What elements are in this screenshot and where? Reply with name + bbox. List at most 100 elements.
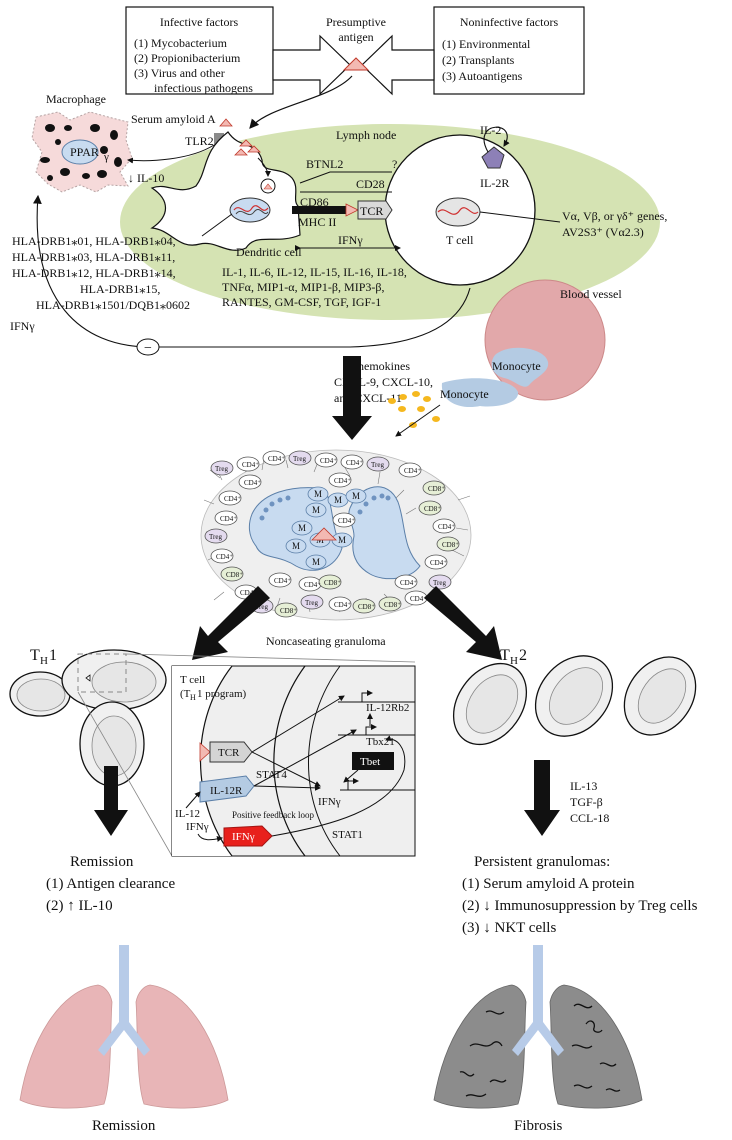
stat4-label: STAT4 bbox=[256, 769, 287, 781]
svg-text:CD4⁺: CD4⁺ bbox=[404, 467, 421, 475]
btnl2-question: ? bbox=[392, 157, 397, 171]
svg-text:M: M bbox=[338, 535, 346, 545]
lymph-node-label: Lymph node bbox=[336, 128, 396, 142]
big-arrow-down-1 bbox=[332, 356, 372, 440]
svg-text:CD8⁺: CD8⁺ bbox=[324, 579, 341, 587]
remission-lung-label: Remission bbox=[92, 1118, 156, 1134]
granuloma-label: Noncaseating granuloma bbox=[266, 634, 386, 648]
persistent-item-2: (2) ↓ Immunosuppression by Treg cells bbox=[462, 898, 698, 914]
v-genes-label-2: AV2S3⁺ (Vα2.3) bbox=[562, 225, 644, 239]
svg-text:CD4⁺: CD4⁺ bbox=[410, 595, 427, 603]
svg-text:CD4⁺: CD4⁺ bbox=[304, 581, 321, 589]
remission-item-1: (1) Antigen clearance bbox=[46, 876, 175, 892]
svg-text:CD8⁺: CD8⁺ bbox=[358, 603, 375, 611]
dendritic-cell-label: Dendritic cell bbox=[236, 245, 302, 259]
svg-text:CD4⁺: CD4⁺ bbox=[268, 455, 285, 463]
th1-title: T bbox=[30, 647, 40, 664]
remission-title: Remission bbox=[70, 854, 134, 870]
svg-text:CD4⁺: CD4⁺ bbox=[244, 479, 261, 487]
th1-title-sub: H bbox=[40, 655, 48, 667]
svg-text:Treg: Treg bbox=[371, 461, 384, 469]
svg-text:Treg: Treg bbox=[209, 533, 222, 541]
infective-factors-box: Infective factors (1) Mycobacterium (2) … bbox=[125, 6, 274, 95]
noninfective-arrow bbox=[361, 34, 435, 96]
svg-text:M: M bbox=[334, 495, 342, 505]
svg-text:CD8⁺: CD8⁺ bbox=[428, 485, 445, 493]
hla-line-4: HLA-DRB1⁎15, bbox=[80, 282, 160, 296]
svg-text:Treg: Treg bbox=[433, 579, 446, 587]
noninfective-item-3: (3) Autoantigens bbox=[442, 69, 523, 83]
tbet-label: Tbet bbox=[360, 756, 380, 768]
th1-title-num: 1 bbox=[49, 647, 57, 664]
svg-text:CD4⁺: CD4⁺ bbox=[220, 515, 237, 523]
svg-text:CD4⁺: CD4⁺ bbox=[224, 495, 241, 503]
tcr-label: TCR bbox=[360, 204, 383, 218]
svg-text:CD4⁺: CD4⁺ bbox=[334, 601, 351, 609]
th2-title-num: 2 bbox=[519, 647, 527, 664]
th2-factor-3: CCL-18 bbox=[570, 811, 609, 825]
noninfective-item-1: (1) Environmental bbox=[442, 37, 531, 51]
ifng-gene-label: IFNγ bbox=[318, 796, 341, 808]
noninfective-factors-box: Noninfective factors (1) Environmental (… bbox=[433, 6, 585, 95]
dendritic-cell bbox=[150, 131, 301, 251]
svg-text:Treg: Treg bbox=[215, 465, 228, 473]
serum-amyloid-label: Serum amyloid A bbox=[131, 112, 216, 126]
tcr-receptor bbox=[357, 200, 393, 220]
positive-feedback-label: Positive feedback loop bbox=[232, 810, 314, 820]
antigen-triangle bbox=[342, 57, 370, 71]
remission-lungs bbox=[19, 945, 229, 1109]
macrophage-label: Macrophage bbox=[46, 92, 106, 106]
th1-il12r bbox=[199, 775, 255, 803]
il12rb2-label: IL-12Rb2 bbox=[366, 702, 409, 714]
th2-factor-1: IL-13 bbox=[570, 779, 597, 793]
svg-text:CD8⁺: CD8⁺ bbox=[226, 571, 243, 579]
cd86-label: CD86 bbox=[300, 195, 329, 209]
th1-cells bbox=[9, 649, 416, 857]
macrophage bbox=[31, 111, 133, 193]
noninfective-title: Noninfective factors bbox=[460, 15, 559, 29]
svg-text:M: M bbox=[312, 557, 320, 567]
th2-cells bbox=[452, 655, 697, 746]
remission-item-2: (2) ↑ IL-10 bbox=[46, 898, 113, 914]
hla-line-1: HLA-DRB1⁎01, HLA-DRB1⁎04, bbox=[12, 234, 176, 248]
chemokine-dots bbox=[388, 391, 440, 428]
ifng-rec-label: IFNγ bbox=[186, 821, 209, 833]
stat1-label: STAT1 bbox=[332, 829, 363, 841]
svg-text:CD4⁺: CD4⁺ bbox=[430, 559, 447, 567]
program-label-end: 1 program) bbox=[197, 688, 247, 700]
hla-line-2: HLA-DRB1⁎03, HLA-DRB1⁎11, bbox=[12, 250, 175, 264]
th1-tcr bbox=[209, 741, 253, 763]
t-cell-label: T cell bbox=[446, 233, 474, 247]
infective-item-2: (2) Propionibacterium bbox=[134, 51, 241, 65]
persistent-item-3: (3) ↓ NKT cells bbox=[462, 920, 556, 936]
svg-text:CD8⁺: CD8⁺ bbox=[442, 541, 459, 549]
th2-title: T bbox=[500, 647, 510, 664]
svg-text:CD4⁺: CD4⁺ bbox=[242, 461, 259, 469]
hla-line-3: HLA-DRB1⁎12, HLA-DRB1⁎14, bbox=[12, 266, 176, 280]
svg-text:M: M bbox=[292, 541, 300, 551]
svg-text:CD8⁺: CD8⁺ bbox=[424, 505, 441, 513]
svg-text:CD4⁺: CD4⁺ bbox=[240, 589, 257, 597]
mhc2-bar bbox=[292, 206, 346, 214]
ppar-subscript: γ bbox=[103, 151, 109, 163]
infective-arrow bbox=[272, 34, 351, 96]
fibrosis-lungs bbox=[433, 945, 643, 1109]
minus-sign: − bbox=[144, 341, 152, 356]
blood-vessel-label: Blood vessel bbox=[560, 287, 622, 301]
svg-text:CD4⁺: CD4⁺ bbox=[438, 523, 455, 531]
svg-text:M: M bbox=[352, 491, 360, 501]
il2-label: IL-2 bbox=[480, 123, 501, 137]
fibrosis-lung-label: Fibrosis bbox=[514, 1118, 563, 1134]
btnl2-label: BTNL2 bbox=[306, 157, 343, 171]
infective-item-1: (1) Mycobacterium bbox=[134, 36, 228, 50]
th2-down-arrow bbox=[524, 760, 560, 836]
v-genes-label: Vα, Vβ, or γδ⁺ genes, bbox=[562, 209, 667, 223]
th2-title-sub: H bbox=[510, 655, 518, 667]
il10-label: ↓ IL-10 bbox=[128, 171, 164, 185]
cytokines-line-3: RANTES, GM-CSF, TGF, IGF-1 bbox=[222, 295, 381, 309]
monocyte-label-1: Monocyte bbox=[492, 359, 541, 373]
th1-down-arrow bbox=[94, 766, 128, 836]
persistent-title: Persistent granulomas: bbox=[474, 854, 610, 870]
